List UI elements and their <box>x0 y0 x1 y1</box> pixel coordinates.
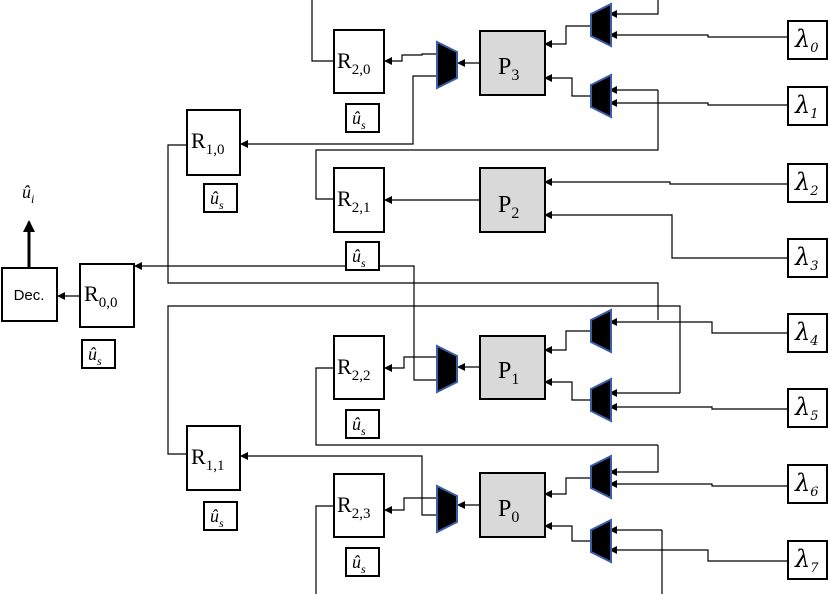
receiver-r22: R2,2 <box>333 335 385 400</box>
receiver-r20: R2,0 <box>333 29 385 94</box>
svg-text:ûs: ûs <box>352 246 366 270</box>
wire-mux6-p0 <box>544 477 594 498</box>
svg-text:λ3: λ3 <box>794 243 819 274</box>
wire-r11-loop <box>167 305 681 455</box>
svg-text:R1,1: R1,1 <box>191 444 224 474</box>
wire-r23-loop <box>315 505 334 594</box>
svg-text:λ1: λ1 <box>794 91 819 122</box>
processor-p3: P3 <box>479 30 546 96</box>
estimate-r21: ûs <box>345 241 380 271</box>
wire-mux0-p3 <box>544 25 594 48</box>
receiver-r10: R1,0 <box>186 109 241 176</box>
wire-muxl3-r20 <box>384 53 437 65</box>
lambda-0: λ0 <box>787 20 828 60</box>
wire-mux6-b <box>609 445 659 476</box>
decoder-label: Dec. <box>14 287 45 304</box>
estimate-r11: ûs <box>203 501 238 531</box>
wire-mux7-p0 <box>544 522 594 542</box>
estimate-r10: ûs <box>203 183 238 213</box>
svg-text:R0,0: R0,0 <box>84 281 117 311</box>
wire-to-r11 <box>240 452 437 516</box>
receiver-r23: R2,3 <box>333 473 385 538</box>
svg-text:P0: P0 <box>498 496 519 526</box>
receiver-r11: R1,1 <box>186 425 241 491</box>
svg-text:R1,0: R1,0 <box>191 128 224 158</box>
wire-top-mux-a <box>609 0 659 18</box>
wire-r20-r10 <box>240 75 437 148</box>
lambda-7: λ7 <box>787 540 828 580</box>
wire-lambda3 <box>544 211 788 259</box>
svg-text:ûs: ûs <box>352 414 366 438</box>
mux-6 <box>590 454 612 500</box>
wire-lambda2 <box>544 178 788 186</box>
svg-text:λ7: λ7 <box>794 545 819 576</box>
svg-text:ûs: ûs <box>210 506 224 530</box>
wire-to-r00 <box>134 262 437 381</box>
svg-text:P3: P3 <box>498 54 519 84</box>
decoder-block: Dec. <box>1 267 58 322</box>
mux-1 <box>590 73 612 119</box>
svg-text:ûs: ûs <box>88 344 102 368</box>
lambda-4: λ4 <box>787 313 828 353</box>
svg-text:λ6: λ6 <box>794 469 819 500</box>
svg-text:R2,2: R2,2 <box>337 354 370 384</box>
wire-r10-loop <box>167 144 659 320</box>
lambda-1: λ1 <box>787 86 828 126</box>
mux-group <box>436 2 612 564</box>
processor-p0: P0 <box>479 472 546 538</box>
wire-r22-loop <box>315 367 658 446</box>
svg-text:λ5: λ5 <box>794 393 819 424</box>
svg-text:R2,0: R2,0 <box>337 48 370 78</box>
wire-mux5-p1 <box>544 378 594 401</box>
wire-lambda7 <box>609 546 788 562</box>
svg-text:P2: P2 <box>498 192 519 222</box>
svg-text:ûs: ûs <box>210 188 224 212</box>
mux-left-3 <box>436 40 458 90</box>
svg-text:λ0: λ0 <box>794 25 819 56</box>
estimate-r23: ûs <box>345 547 380 577</box>
processor-p2: P2 <box>479 167 546 233</box>
svg-text:λ2: λ2 <box>794 168 819 199</box>
wire-mux1-p3 <box>544 74 594 97</box>
wire-r21-loop <box>315 90 659 200</box>
lambda-6: λ6 <box>787 464 828 504</box>
processor-p1: P1 <box>479 335 546 400</box>
wire-lambda6 <box>609 480 788 488</box>
mux-0 <box>590 2 612 48</box>
output-label: ûi <box>22 182 34 206</box>
svg-text:P1: P1 <box>498 358 519 388</box>
wire-lambda5 <box>609 403 788 411</box>
wire-lambda4 <box>609 318 788 334</box>
wires <box>23 0 788 594</box>
receiver-r21: R2,1 <box>333 167 385 233</box>
estimate-r22: ûs <box>345 409 380 439</box>
svg-text:λ4: λ4 <box>794 318 819 349</box>
receiver-r00: R0,0 <box>79 263 135 328</box>
lambda-2: λ2 <box>787 163 828 203</box>
svg-text:R2,3: R2,3 <box>337 492 370 522</box>
wire-muxl1-r22 <box>384 356 437 372</box>
svg-text:R2,1: R2,1 <box>337 186 370 216</box>
mux-5 <box>590 377 612 423</box>
svg-text:ûs: ûs <box>352 108 366 132</box>
wire-lambda1 <box>609 99 788 107</box>
lambda-3: λ3 <box>787 238 828 278</box>
wire-lambda0 <box>609 31 788 39</box>
wire-muxl0-r23 <box>384 497 437 514</box>
estimate-r00: ûs <box>81 339 116 369</box>
wire-r20-loop <box>311 0 334 62</box>
mux-left-1 <box>436 344 458 394</box>
estimate-r20: ûs <box>345 103 380 133</box>
svg-text:ûs: ûs <box>352 552 366 576</box>
mux-7 <box>590 518 612 564</box>
mux-left-0 <box>436 484 458 534</box>
wire-mux4-p1 <box>544 330 594 354</box>
lambda-5: λ5 <box>787 388 828 428</box>
mux-4 <box>590 308 612 354</box>
